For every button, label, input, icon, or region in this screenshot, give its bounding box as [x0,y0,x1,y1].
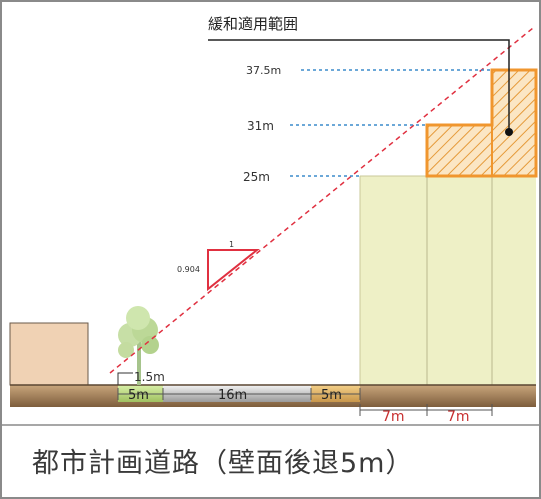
setback-1-label: 7m [382,409,405,425]
sidewalk-right-width: 5m [321,388,342,403]
tree-icon [118,306,159,385]
height-label-31m: 31m [247,119,274,133]
road-width-value: 16m [218,388,247,403]
setback-2-label: 7m [447,409,470,425]
slope-ratio-triangle [207,249,260,292]
slope-rise-label: 0.904 [177,265,200,274]
callout-dot [505,128,513,136]
relaxation-range-label: 緩和適用範囲 [208,15,298,33]
start-height-bracket [117,372,133,385]
height-label-25m: 25m [243,170,270,184]
slope-line [109,27,534,374]
height-label-37-5m: 37.5m [246,64,281,77]
start-height-label: 1.5m [134,370,165,384]
callout-leader [208,39,510,132]
sidewalk-left-width: 5m [128,388,149,403]
building-base [360,176,536,385]
neighbor-building [9,322,89,386]
diagram-caption: 都市計画道路（壁面後退5m） [32,448,414,479]
slope-run-label: 1 [229,240,234,249]
